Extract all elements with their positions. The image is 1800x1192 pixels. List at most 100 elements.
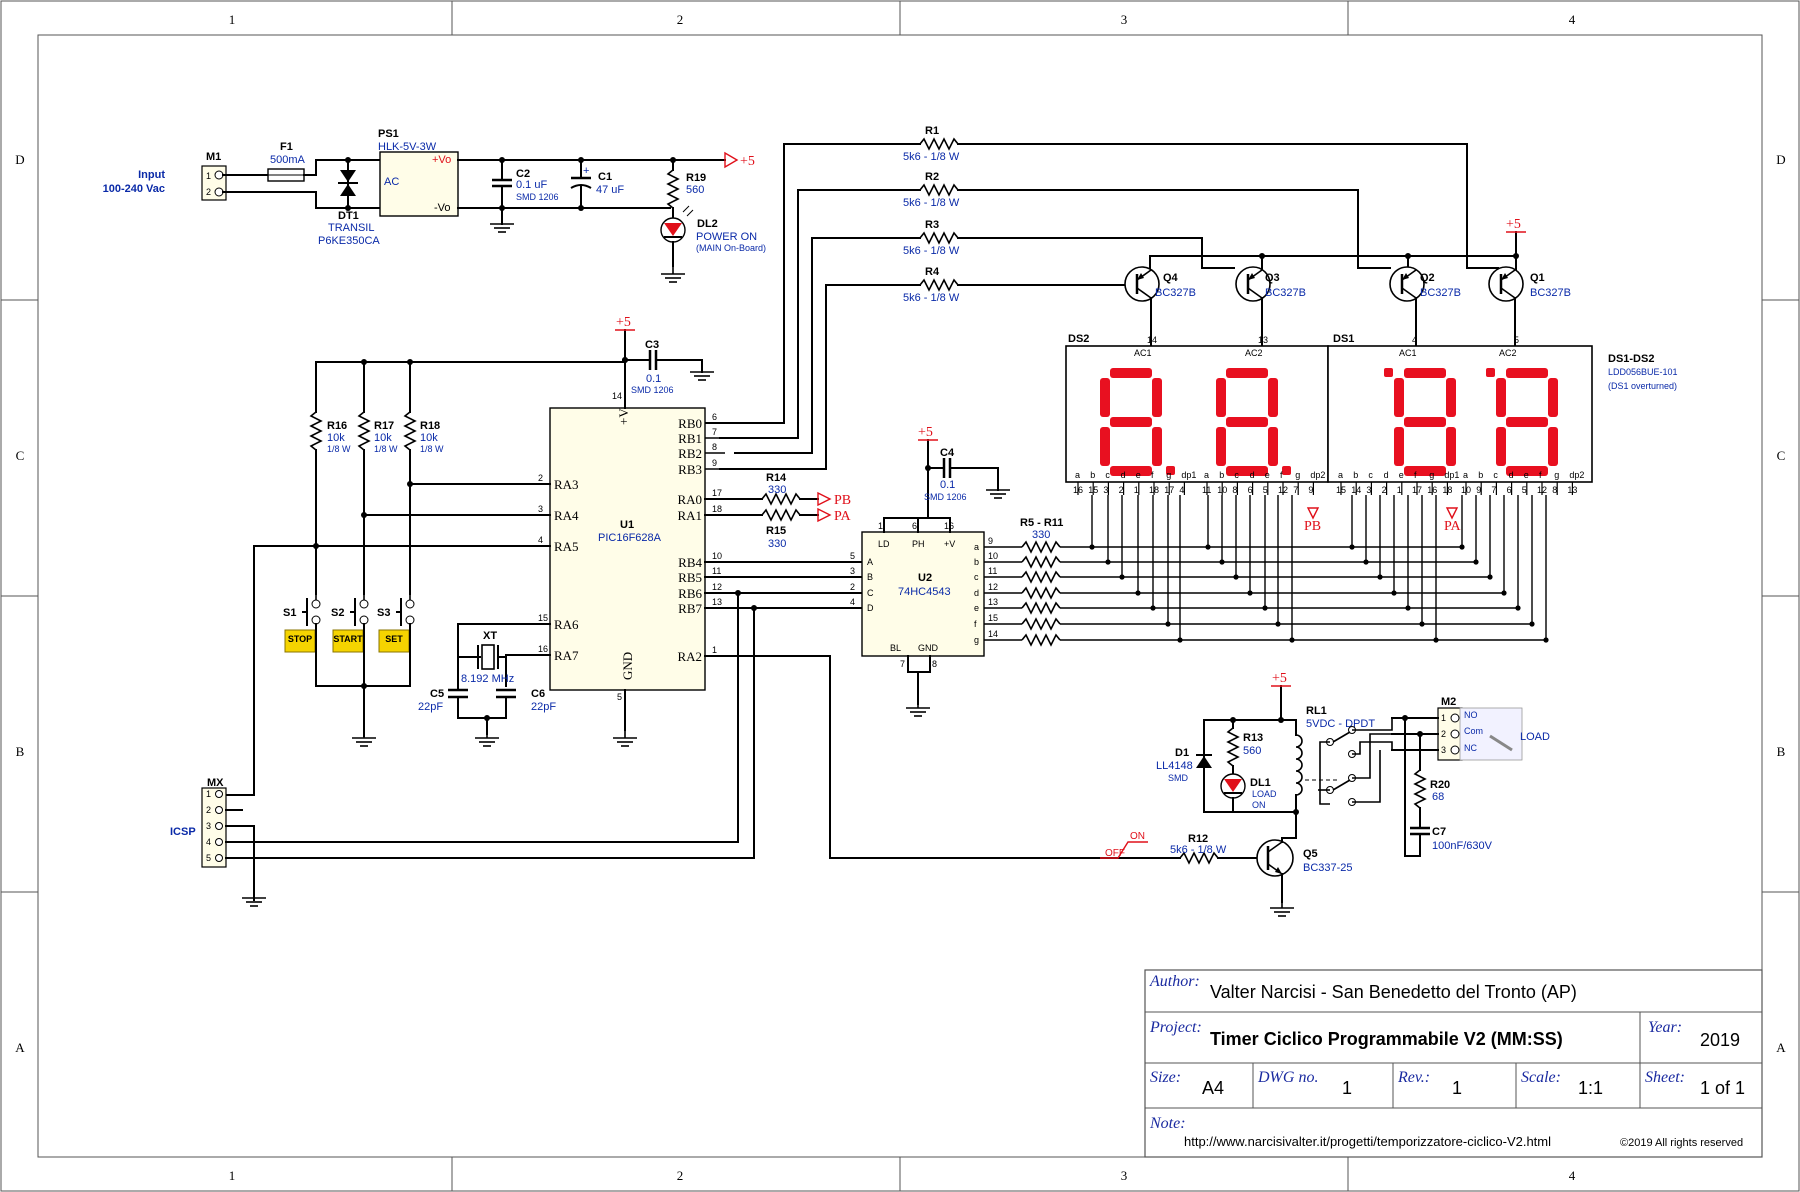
q2-value: BC327B [1420,287,1461,299]
ps1-ref: PS1 [378,128,399,140]
u1-pin-name: RA0 [677,492,702,507]
vplus-label-u1: +5 [616,315,631,330]
display-seg-label: e [1399,470,1404,480]
u1-pin-name: RA1 [677,508,702,523]
ds1-ref: DS1 [1333,333,1354,345]
u1-pin-num: 2 [538,473,543,483]
m1-voltage-label: 100-240 Vac [103,183,165,195]
d1-value: LL4148 [1156,760,1193,772]
u1-pin-num: 17 [712,488,722,498]
display-dp [1486,368,1495,377]
display-pin-num: 15 [1088,485,1098,495]
ps1-vo-neg: -Vo [434,202,451,214]
u1-pin-num: 16 [538,644,548,654]
r12-ref: R12 [1188,833,1208,845]
q4-ref: Q4 [1163,272,1179,284]
display-seg-label: c [1105,470,1110,480]
project-value: Timer Ciclico Programmabile V2 (MM:SS) [1210,1029,1563,1049]
u1-pin-num: 12 [712,582,722,592]
display-segment [1548,378,1558,417]
u2-input-pin: 4 [850,597,855,607]
display-segment [1110,417,1152,427]
u2-bl: BL [890,643,901,653]
switch-ref: S1 [283,607,296,619]
display-seg-label: b [1219,470,1224,480]
u2-gnd: GND [918,643,939,653]
u2-output-label: a [974,542,979,552]
d1-package: SMD [1168,773,1189,783]
ds2-ref: DS2 [1068,333,1089,345]
display-pin-num: 10 [1461,485,1471,495]
pa-label-display: PA [1444,519,1462,534]
crystal-xt [481,644,495,670]
display-seg-label: f [1280,470,1283,480]
frame-labels: 1 2 3 4 1 2 3 4 D C B A D C B A [15,12,1786,1183]
u1-pin-name: RA7 [554,648,579,663]
u2-output-label: g [974,635,979,645]
u1-pin-num: 10 [712,551,722,561]
row-label-left-d: D [15,152,24,167]
sheet-value: 1 of 1 [1700,1078,1745,1098]
switch-ref: S3 [377,607,390,619]
note-value: http://www.narcisivalter.it/progetti/tem… [1184,1134,1551,1149]
m2-load: LOAD [1520,731,1550,743]
col-label-bottom-2: 2 [677,1168,684,1183]
display-segment [1268,427,1278,466]
display-segment [1100,378,1110,417]
d1-ref: D1 [1175,747,1189,759]
rl1-ref: RL1 [1306,705,1327,717]
display-pin-num: 4 [1179,485,1184,495]
c4-ref: C4 [940,447,955,459]
svg-text:AC2: AC2 [1499,348,1517,358]
display-seg-label: dp1 [1444,470,1459,480]
vplus-arrow-top [724,151,739,169]
u2-input-label: A [867,557,873,567]
r15-ref: R15 [766,525,786,537]
display-seg-label: b [1478,470,1483,480]
r13-value: 560 [1243,745,1261,757]
dwg-label: DWG no. [1257,1069,1318,1086]
u2-output-label: e [974,603,979,613]
display-segment [1394,427,1404,466]
c2-package: SMD 1206 [516,192,559,202]
display-seg-label: d [1384,470,1389,480]
row-label-left-a: A [15,1040,25,1055]
r19-value: 560 [686,184,704,196]
display-dp [1166,466,1175,475]
display-pin-num: 12 [1537,485,1547,495]
xt-ref: XT [483,630,497,642]
display-pin-num: 14 [1351,485,1361,495]
display-segment [1548,427,1558,466]
display-seg-label: e [1265,470,1270,480]
display-pin-num: 17 [1164,485,1174,495]
display-pin-num: 13 [1567,485,1577,495]
u2-output-pin: 13 [988,597,998,607]
u1-pin-num: 13 [712,597,722,607]
display-pin-num: 3 [1103,485,1108,495]
relay-coil [1295,734,1303,796]
display-segment [1496,427,1506,466]
r17-value: 10k [374,432,392,444]
display-pin-num: 2 [1119,485,1124,495]
dl1-value2: ON [1252,800,1266,810]
u1-ref: U1 [620,519,634,531]
u1-pin-num: 4 [538,535,543,545]
display-segment [1216,427,1226,466]
transistor-q4 [1123,265,1161,303]
ps1-value: HLK-5V-3W [378,141,437,153]
f1-ref: F1 [280,141,293,153]
svg-text:3: 3 [1441,745,1446,755]
display-seg-label: g [1554,470,1559,480]
u2-output-pin: 11 [988,566,997,576]
display-seg-label: dp2 [1569,470,1584,480]
display-seg-label: dp1 [1181,470,1196,480]
scale-value: 1:1 [1578,1078,1603,1098]
display-pin-num: 16 [1073,485,1083,495]
row-label-right-b: B [1777,744,1786,759]
display-dp [1384,368,1393,377]
c5-value: 22pF [418,701,443,713]
display-title: DS1-DS2 [1608,353,1654,365]
u2-top-label: LD [878,539,890,549]
